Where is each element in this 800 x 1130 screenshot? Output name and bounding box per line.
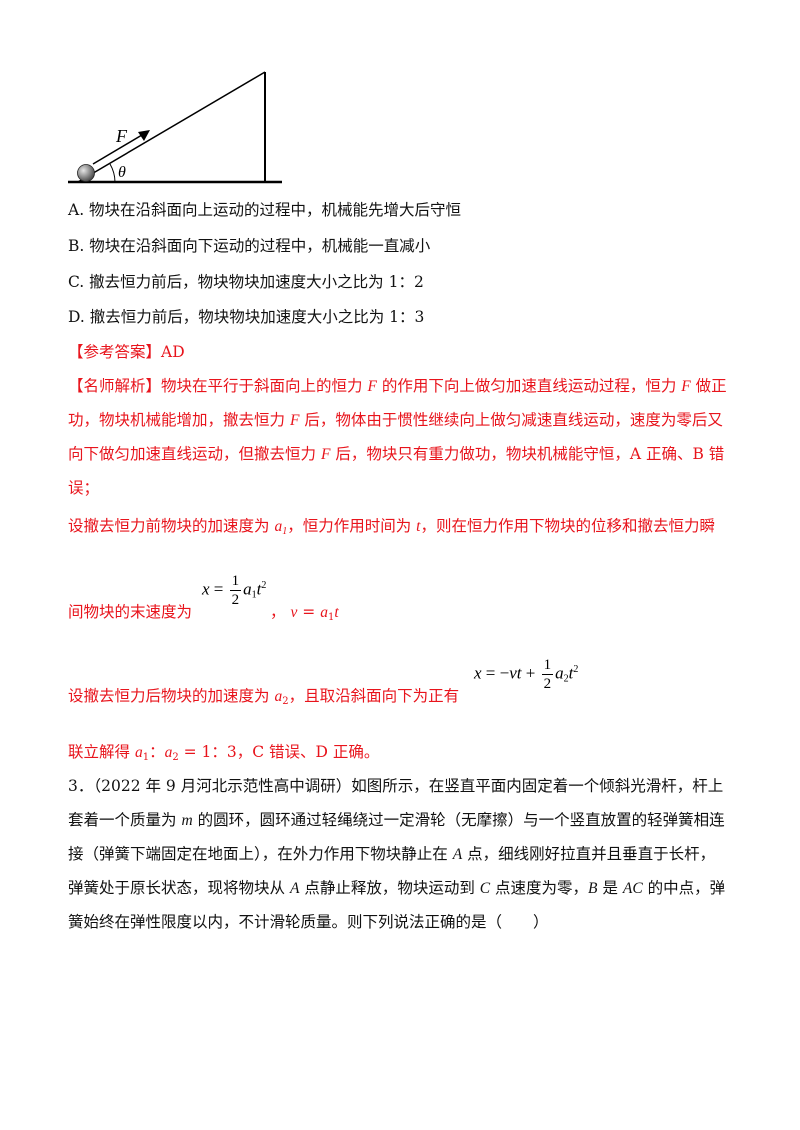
analysis-line-2: 功，物块机械能增加，撤去恒力 F 后，物体由于惯性继续向上做匀减速直线运动，速度…: [68, 411, 723, 429]
analysis-line-1: 【名师解析】物块在平行于斜面向上的恒力 F 的作用下向上做匀加速直线运动过程，恒…: [68, 377, 727, 395]
q3-line-2: 套着一个质量为 m 的圆环，圆环通过轻绳绕过一定滑轮（无摩擦）与一个竖直放置的轻…: [68, 811, 725, 829]
q3-line-3: 接（弹簧下端固定在地面上），在外力作用下物块静止在 A 点，细线刚好拉直并且垂直…: [68, 845, 716, 863]
option-b: B. 物块在沿斜面向下运动的过程中，机械能一直减小: [68, 237, 431, 255]
analysis-line-4: 误；: [68, 479, 100, 497]
option-c: C. 撤去恒力前后，物块物块加速度大小之比为 1：2: [68, 273, 424, 291]
analysis-line-3: 向下做匀加速直线运动，但撤去恒力 F 后，物块只有重力做功，物块机械能守恒，A …: [68, 445, 725, 463]
incline-figure: F θ: [68, 71, 282, 184]
option-a: A. 物块在沿斜面向上运动的过程中，机械能先增大后守恒: [68, 201, 462, 219]
analysis-conclusion: 联立解得 a1：a2 = 1：3，C 错误、D 正确。: [68, 743, 380, 763]
q3-line-5: 簧始终在弹性限度以内，不计滑轮质量。则下列说法正确的是（ ）: [68, 913, 549, 931]
analysis-line-7: 设撤去恒力后物块的加速度为 a2，且取沿斜面向下为正有: [68, 687, 460, 707]
angle-arc: [109, 163, 116, 183]
analysis-line-5: 设撤去恒力前物块的加速度为 a1，恒力作用时间为 t，则在恒力作用下物块的位移和…: [68, 517, 715, 537]
reference-answer: 【参考答案】AD: [68, 343, 185, 361]
angle-label: θ: [118, 164, 126, 181]
velocity-expression: ， v = a1t: [270, 603, 339, 623]
analysis-line-6-text: 间物块的末速度为: [68, 603, 193, 621]
incline-surface: [77, 71, 266, 183]
force-label: F: [115, 126, 128, 146]
force-arrow: [92, 131, 148, 165]
option-d: D. 撤去恒力前后，物块物块加速度大小之比为 1：3: [68, 308, 425, 326]
force-arrowhead: [138, 130, 150, 141]
ball: [77, 164, 95, 182]
q3-line-1: 3．（2022 年 9 月河北示范性高中调研）如图所示，在竖直平面内固定着一个倾…: [68, 777, 724, 795]
q3-line-4: 弹簧处于原长状态，现将物块从 A 点静止释放，物块运动到 C 点速度为零，B 是…: [68, 879, 726, 897]
